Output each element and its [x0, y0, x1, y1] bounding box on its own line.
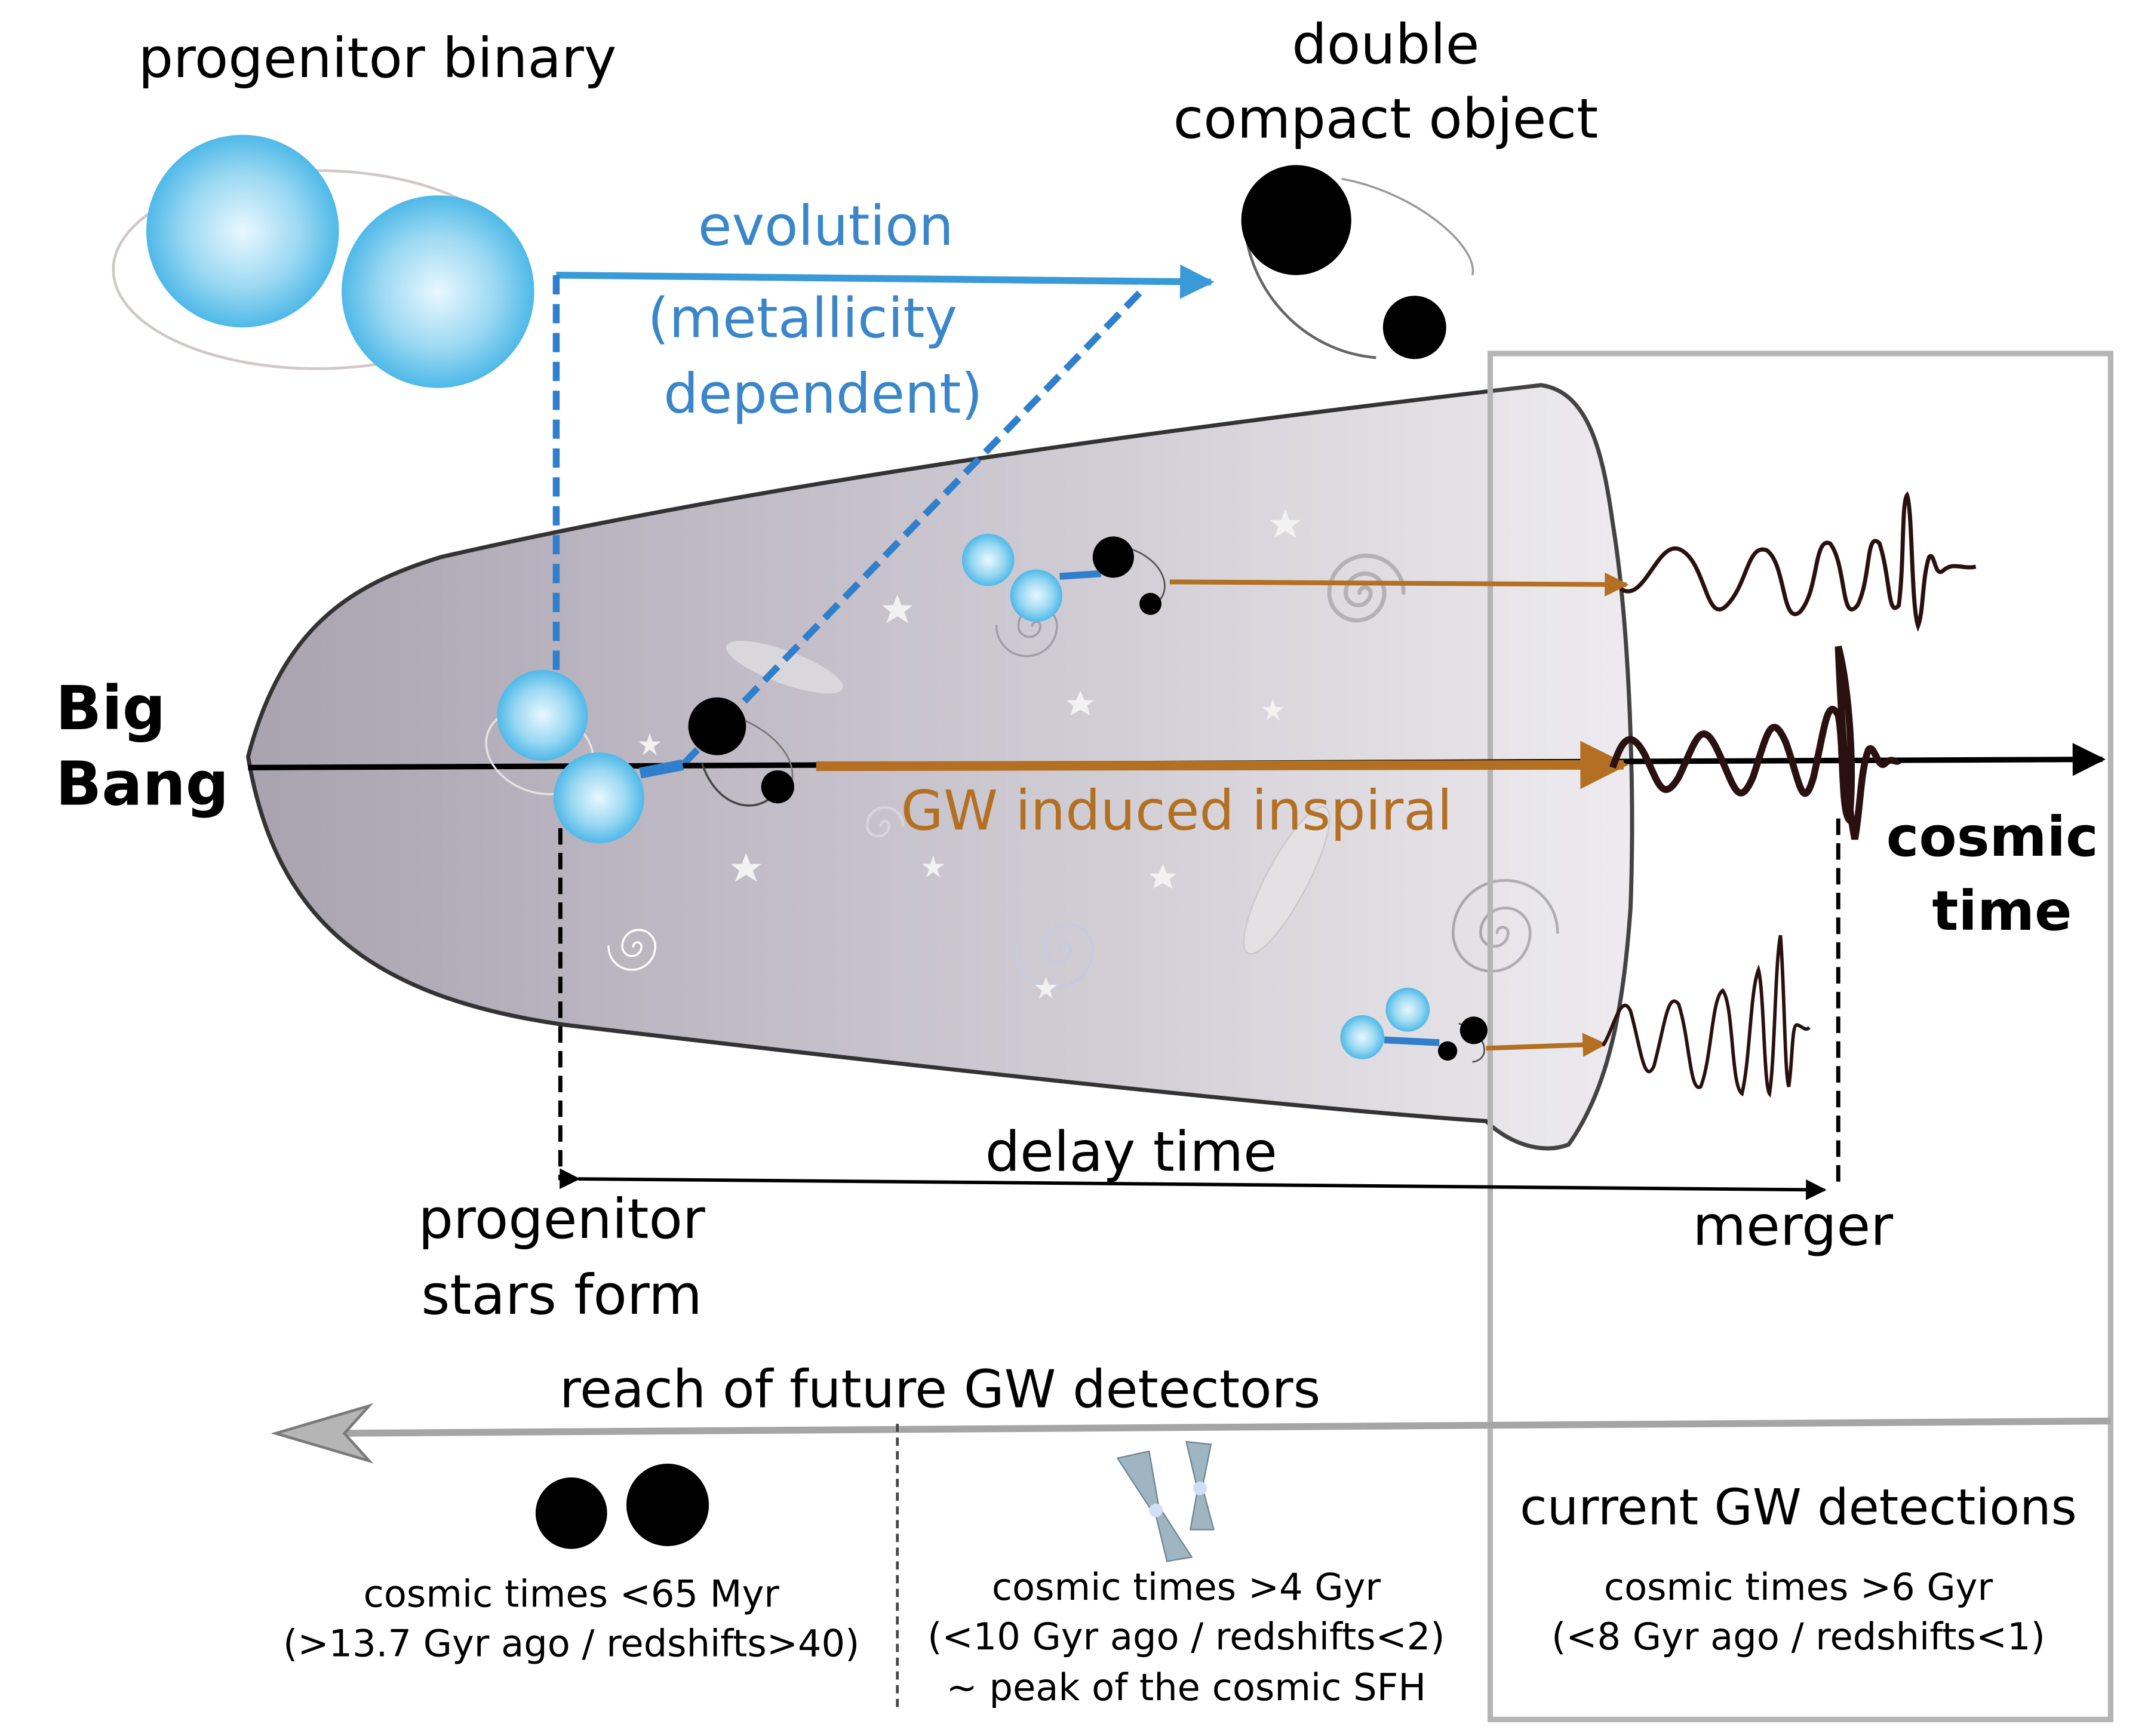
double-label: double: [1292, 12, 1479, 76]
delay-time-label: delay time: [985, 1119, 1277, 1184]
lower-gw-waveform: [1601, 935, 1811, 1098]
progenitor-binary-illustration: [112, 134, 534, 388]
upper-inspiral-arrow: [1169, 572, 1629, 597]
evolution-arrow: [556, 264, 1215, 299]
small-star-decorations: [638, 509, 1301, 999]
progenitor-binary-label: progenitor binary: [139, 26, 617, 90]
lower-binary-system: [1340, 987, 1488, 1063]
right-panel-line1: cosmic times >6 Gyr: [1604, 1565, 1993, 1609]
current-detections-label: current GW detections: [1520, 1478, 2077, 1536]
cosmic-label: cosmic: [1886, 804, 2098, 869]
reach-label: reach of future GW detectors: [560, 1359, 1320, 1419]
middle-panel-line3: ~ peak of the cosmic SFH: [947, 1666, 1426, 1709]
lower-inspiral-arrow: [1486, 1033, 1607, 1057]
metallicity-label: (metallicity: [647, 285, 957, 350]
left-panel-line2: (>13.7 Gyr ago / redshifts>40): [283, 1621, 859, 1665]
compact-object-label: compact object: [1173, 86, 1599, 150]
evolution-label: evolution: [698, 193, 954, 258]
right-panel-line2: (<8 Gyr ago / redshifts<1): [1551, 1615, 2045, 1658]
bang-label: Bang: [56, 749, 229, 819]
main-gw-waveform: [1609, 646, 1901, 840]
upper-binary-system: [961, 533, 1166, 622]
reach-arrow-shaft: [330, 1417, 2111, 1437]
middle-panel-line1: cosmic times >4 Gyr: [992, 1565, 1381, 1609]
progenitor-stars-label: progenitor: [419, 1187, 705, 1251]
left-panel-line1: cosmic times <65 Myr: [364, 1572, 780, 1615]
black-hole-pair-icon: [535, 1463, 709, 1549]
delay-time-arrow: [560, 1168, 1827, 1200]
upper-gw-waveform: [1620, 491, 1977, 632]
big-label: Big: [56, 673, 166, 743]
middle-panel-line2: (<10 Gyr ago / redshifts<2): [927, 1615, 1445, 1658]
stars-form-label: stars form: [421, 1262, 702, 1327]
evolution-dashed-diagonal: [680, 290, 1142, 767]
gw-inspiral-label: GW induced inspiral: [901, 778, 1452, 843]
merger-label: merger: [1692, 1194, 1893, 1258]
time-label: time: [1932, 878, 2072, 943]
dependent-label: dependent): [663, 361, 982, 426]
binary-star-jets-icon: [1116, 1440, 1215, 1562]
reach-arrowhead: [271, 1403, 374, 1464]
double-compact-object-illustration: [1241, 165, 1474, 360]
gw-inspiral-arrow: [816, 741, 1629, 789]
main-binary-system: [485, 669, 794, 844]
